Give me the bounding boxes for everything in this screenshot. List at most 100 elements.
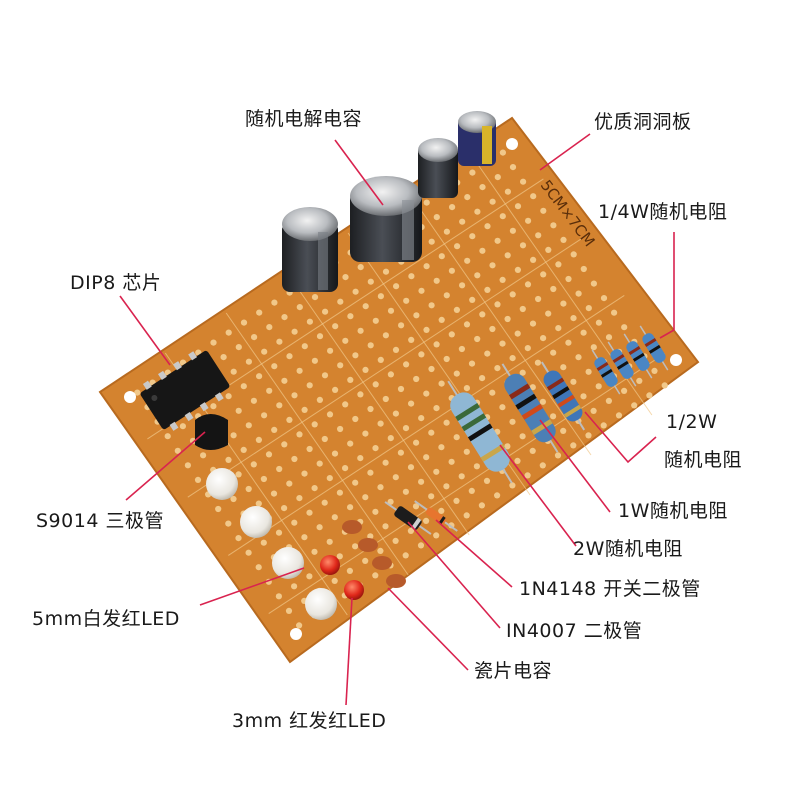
solder-pad	[509, 291, 516, 298]
solder-pad	[352, 415, 359, 423]
solder-pad	[484, 350, 491, 357]
solder-pad	[225, 393, 232, 400]
solder-pad	[332, 323, 339, 330]
solder-pad	[225, 520, 232, 527]
leader-in4007	[407, 521, 501, 629]
solder-pad	[362, 430, 369, 437]
solder-pad	[393, 283, 400, 290]
solder-pad	[463, 448, 470, 455]
solder-pad	[530, 193, 537, 200]
solder-pad	[448, 267, 455, 274]
solder-pad	[285, 607, 293, 615]
leader-transistor	[125, 431, 206, 501]
solder-pad	[555, 325, 562, 332]
leader-lines	[119, 133, 675, 706]
solder-pad	[433, 405, 440, 412]
solder-pad	[550, 222, 557, 229]
solder-pad	[621, 324, 628, 331]
electrolytic-capacitor	[350, 176, 422, 262]
solder-pad	[347, 504, 354, 511]
resistor-1w	[501, 363, 559, 453]
solder-pad	[331, 514, 338, 521]
leader-1n4148	[435, 519, 513, 588]
solder-pad	[291, 455, 298, 463]
solder-pad	[271, 299, 278, 306]
solder-pad	[565, 275, 572, 283]
solder-pad	[265, 451, 273, 458]
solder-pad	[255, 500, 262, 507]
ceramic-capacitors	[342, 520, 406, 588]
solder-pad	[463, 321, 471, 328]
solder-pad	[590, 280, 598, 287]
solder-pad	[200, 452, 207, 459]
solder-pad	[509, 355, 516, 362]
solder-pad	[261, 348, 268, 355]
solder-pad	[306, 445, 313, 453]
solder-pad	[382, 395, 389, 403]
solder-pad	[417, 542, 425, 549]
solder-pad	[478, 502, 485, 509]
solder-pad	[646, 392, 653, 399]
solder-pad	[458, 473, 465, 480]
label-resistor-half-w-line2: 随机电阻	[664, 449, 743, 471]
solder-pad	[235, 407, 242, 414]
solder-pad	[321, 435, 328, 443]
solder-pad	[611, 309, 618, 316]
solder-pad	[387, 498, 394, 505]
solder-pad	[352, 479, 359, 486]
mounting-hole	[670, 354, 682, 366]
solder-pad	[387, 435, 394, 442]
solder-pad	[413, 312, 420, 319]
solder-pad	[256, 373, 263, 380]
solder-pad	[499, 149, 506, 156]
solder-pad	[525, 217, 532, 224]
label-led-5mm: 5mm白发红LED	[32, 608, 180, 630]
solder-pad	[387, 307, 395, 314]
solder-pad	[433, 277, 440, 284]
grid-line	[286, 272, 470, 536]
solder-pad	[550, 349, 557, 356]
solder-pad	[494, 365, 501, 372]
leader-quarter-w	[659, 232, 675, 339]
solder-pad	[367, 469, 374, 476]
solder-pad	[291, 328, 298, 335]
solder-pad	[428, 429, 435, 436]
solder-pad	[301, 343, 308, 350]
solder-pad	[449, 204, 456, 211]
solder-pad	[210, 403, 217, 410]
solder-pad	[321, 372, 329, 379]
solder-pad	[367, 342, 374, 349]
solder-pad	[636, 377, 643, 384]
label-perfboard: 优质洞洞板	[594, 111, 692, 133]
solder-pad	[240, 319, 248, 326]
solder-pad	[372, 445, 379, 452]
label-ceramic-caps: 瓷片电容	[474, 660, 553, 682]
solder-pad	[418, 478, 425, 485]
solder-pad	[357, 264, 364, 271]
solder-pad	[489, 262, 496, 269]
s9014-transistor	[195, 414, 228, 450]
solder-pad	[392, 410, 399, 417]
solder-pad	[321, 499, 328, 506]
solder-pad	[260, 539, 267, 546]
dip8-chip	[140, 350, 230, 431]
solder-pad	[322, 308, 329, 315]
solder-pad	[499, 213, 506, 220]
solder-pad	[459, 282, 466, 289]
solder-pad	[605, 334, 613, 341]
solder-pad	[423, 517, 430, 525]
solder-pad	[570, 251, 577, 258]
solder-pad	[423, 454, 430, 461]
label-resistor-2w: 2W随机电阻	[573, 538, 683, 560]
mounting-hole	[290, 628, 302, 640]
mounting-hole	[506, 138, 518, 150]
leader-dip8	[119, 295, 171, 366]
resistor-quarter-w	[639, 325, 669, 371]
solder-pad	[306, 573, 313, 580]
solder-pad	[504, 188, 511, 195]
solder-pad	[408, 400, 415, 407]
solder-pad	[256, 309, 263, 316]
solder-pad	[585, 432, 592, 439]
solder-pad	[615, 412, 623, 419]
